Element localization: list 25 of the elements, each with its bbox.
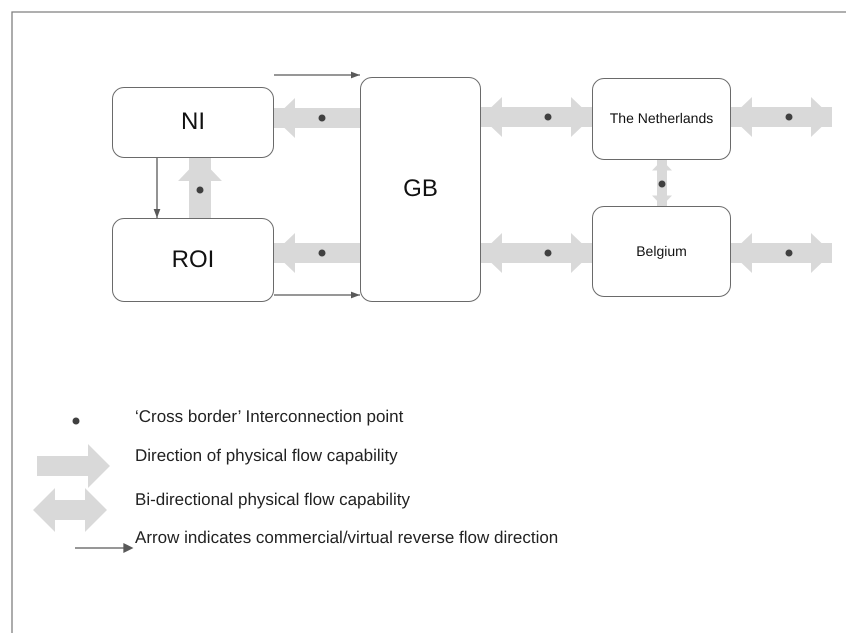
legend-text: Direction of physical flow capability [135, 446, 398, 466]
region-label: GB [402, 176, 439, 203]
arrow [274, 292, 360, 298]
flow-arrow [274, 232, 360, 274]
arrow [274, 72, 360, 78]
flow-arrow [274, 98, 360, 138]
region-box [112, 218, 274, 302]
region-label: Belgium [635, 242, 688, 261]
region-box [360, 77, 481, 302]
flow-arrow [481, 232, 592, 274]
flow-arrow [481, 96, 592, 138]
region-box [112, 87, 274, 158]
arrow [154, 158, 160, 218]
flow-arrow [731, 232, 832, 274]
legend-text: Bi-directional physical flow capability [135, 490, 410, 510]
region-box [592, 206, 731, 297]
region-label: NI [180, 109, 206, 136]
region-label: The Netherlands [608, 109, 714, 128]
region-label: ROI [170, 246, 216, 274]
region-box [592, 78, 731, 160]
flow-arrow [731, 96, 832, 138]
legend-text: ‘Cross border’ Interconnection point [135, 407, 404, 427]
legend-text: Arrow indicates commercial/virtual reverse flow direction [135, 528, 558, 548]
flow-arrow [652, 160, 672, 206]
flow-arrow [178, 158, 222, 218]
